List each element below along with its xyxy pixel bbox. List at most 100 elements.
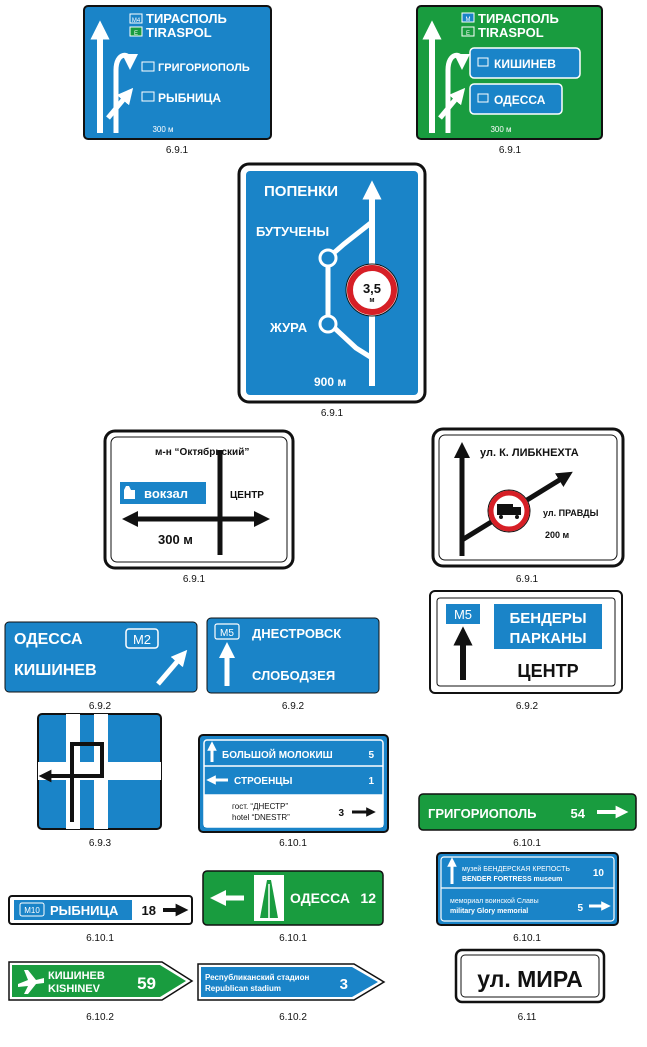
station-icon (124, 486, 135, 499)
sign-code: 6.9.2 (89, 701, 112, 712)
sign-6-10-1-odessa-motorway: ОДЕССА 12 (202, 870, 384, 926)
sign-6-10-2-kishinev: КИШИНЕВ KISHINEV 59 (8, 961, 194, 1001)
sign-code: 6.10.1 (86, 933, 114, 944)
sign-text: БЕНДЕРЫ (510, 610, 587, 627)
sign-6-10-1-molokish: БОЛЬШОЙ МОЛОКИШ 5 СТРОЕНЦЫ 1 гост. “ДНЕС… (198, 734, 389, 833)
sign-text: КИШИНЕВ (48, 970, 105, 982)
distance-text: 5 (368, 750, 374, 761)
sign-code: 6.9.1 (499, 145, 522, 156)
junction-icon (318, 248, 338, 268)
right-arrow-icon (106, 87, 134, 120)
sign-text: ОДЕССА (14, 631, 83, 648)
sign-text: ул. ПРАВДЫ (543, 508, 599, 518)
sign-text: гост. “ДНЕСТР” (232, 802, 288, 811)
sign-code: 6.10.1 (513, 933, 541, 944)
sign-6-10-1-grigoriopol: ГРИГОРИОПОЛЬ 54 (418, 793, 637, 831)
sign-text: СТРОЕНЦЫ (234, 776, 293, 787)
sign-text: BENDER FORTRESS museum (462, 876, 562, 883)
sign-6-9-2-dnestrovsk: M5 ДНЕСТРОВСК СЛОБОДЗЕЯ (206, 617, 380, 694)
junction-icon (318, 314, 338, 334)
right-arrow-icon (438, 87, 466, 120)
sign-text: КИШИНЕВ (14, 662, 97, 679)
sign-text: ул. К. ЛИБКНЕХТА (480, 447, 579, 459)
sign-text: РЫБНИЦА (158, 91, 221, 105)
sign-text: military Glory memorial (450, 908, 528, 915)
sign-6-9-1-libknekhta: ул. К. ЛИБКНЕХТА ул. ПРАВДЫ 200 м (431, 427, 625, 568)
sign-text: hotel “DNESTR” (232, 813, 290, 822)
distance-text: 18 (142, 903, 156, 918)
sign-text: БУТУЧЕНЫ (256, 224, 329, 239)
sign-text: ПОПЕНКИ (264, 183, 338, 200)
sign-code: 6.10.1 (279, 933, 307, 944)
detour-road (325, 220, 374, 361)
sign-code: 6.9.1 (183, 574, 206, 585)
sign-text: ТИРАСПОЛЬ (146, 11, 227, 26)
sign-text: музей БЕНДЕРСКАЯ КРЕПОСТЬ (462, 865, 570, 873)
sign-text: ГРИГОРИОПОЛЬ (428, 806, 536, 821)
sign-text: ОДЕССА (494, 93, 546, 107)
road-badge: M10 (24, 906, 40, 915)
sign-text: ЖУРА (269, 320, 308, 335)
sign-text: KISHINEV (48, 983, 101, 995)
distance-text: 5 (577, 903, 583, 914)
sign-text: ТИРАСПОЛЬ (478, 11, 559, 26)
street-name: ул. МИРА (477, 966, 583, 992)
road-badge: M (466, 17, 471, 23)
sign-6-11-mira-street: ул. МИРА (454, 948, 606, 1004)
sign-text: БОЛЬШОЙ МОЛОКИШ (222, 748, 333, 761)
sign-text: КИШИНЕВ (494, 57, 556, 71)
diagonal-arrow-icon (156, 649, 188, 686)
sign-code: 6.10.2 (279, 1012, 307, 1023)
sign-text: ГРИГОРИОПОЛЬ (158, 62, 250, 74)
uturn-arrow-icon (445, 52, 470, 133)
road-badge: M4 (132, 18, 141, 24)
sign-text: TIRASPOL (146, 25, 212, 40)
sign-code: 6.9.2 (282, 701, 305, 712)
distance-text: 54 (571, 806, 586, 821)
sign-text: СЛОБОДЗЕЯ (252, 668, 335, 683)
turn-scheme-arrow-icon (38, 742, 104, 822)
road-badge: M5 (454, 607, 472, 622)
sign-text: Republican stadium (205, 984, 281, 993)
sign-code: 6.9.1 (321, 408, 344, 419)
airplane-icon (18, 970, 44, 994)
road-badge: M5 (220, 628, 234, 639)
sign-6-9-2-odessa: ОДЕССА КИШИНЕВ M2 (4, 621, 198, 693)
sign-6-9-1-tiraspol-blue: M4 E ТИРАСПОЛЬ TIRASPOL ГРИГОРИОПОЛЬ РЫБ… (83, 5, 272, 140)
sign-6-10-1-rybnica: M10 РЫБНИЦА 18 (8, 895, 193, 925)
sign-code: 6.10.1 (279, 838, 307, 849)
euro-badge: E (466, 31, 470, 37)
distance-text: 1 (368, 776, 374, 787)
sign-text: ЦЕНТР (230, 490, 264, 501)
sign-text: м-н “Октябрьский” (155, 446, 249, 458)
limit-value: 3,5 (363, 281, 381, 296)
sign-6-9-1-popenki: 3,5 м ПОПЕНКИ БУТУЧЕНЫ ЖУРА 900 м (237, 162, 427, 404)
distance-text: 300 м (158, 532, 193, 547)
distance-text: 12 (360, 890, 376, 906)
uturn-arrow-icon (113, 52, 138, 133)
euro-badge: E (134, 31, 138, 37)
sign-text: ДНЕСТРОВСК (252, 626, 341, 641)
distance-text: 10 (593, 868, 605, 879)
sign-text: ПАРКАНЫ (509, 630, 586, 647)
sign-code: 6.9.2 (516, 701, 539, 712)
sign-text: вокзал (144, 486, 188, 501)
sign-code: 6.9.1 (516, 574, 539, 585)
sign-6-9-3-turn-scheme (37, 713, 162, 830)
sign-code: 6.9.1 (166, 145, 189, 156)
distance-text: 3 (340, 976, 348, 993)
sign-6-9-1-oktyabrsky: м-н “Октябрьский” вокзал ЦЕНТР 300 м (103, 429, 295, 570)
sign-code: 6.11 (518, 1012, 537, 1023)
sign-text: ЦЕНТР (517, 661, 578, 681)
sign-6-9-1-tiraspol-green: M E ТИРАСПОЛЬ TIRASPOL КИШИНЕВ ОДЕССА 30… (416, 5, 603, 140)
sign-text: TIRASPOL (478, 25, 544, 40)
sign-code: 6.10.2 (86, 1012, 114, 1023)
sign-text: мемориал воинской Славы (450, 897, 539, 905)
distance-text: 3 (338, 808, 344, 819)
sign-6-10-1-bender-fortress: музей БЕНДЕРСКАЯ КРЕПОСТЬ BENDER FORTRES… (436, 852, 619, 926)
distance-text: 900 м (314, 375, 346, 389)
height-limit-icon (347, 265, 397, 315)
distance-text: 300 м (152, 125, 173, 134)
sign-6-9-2-bendery: M5 БЕНДЕРЫ ПАРКАНЫ ЦЕНТР (429, 590, 623, 694)
